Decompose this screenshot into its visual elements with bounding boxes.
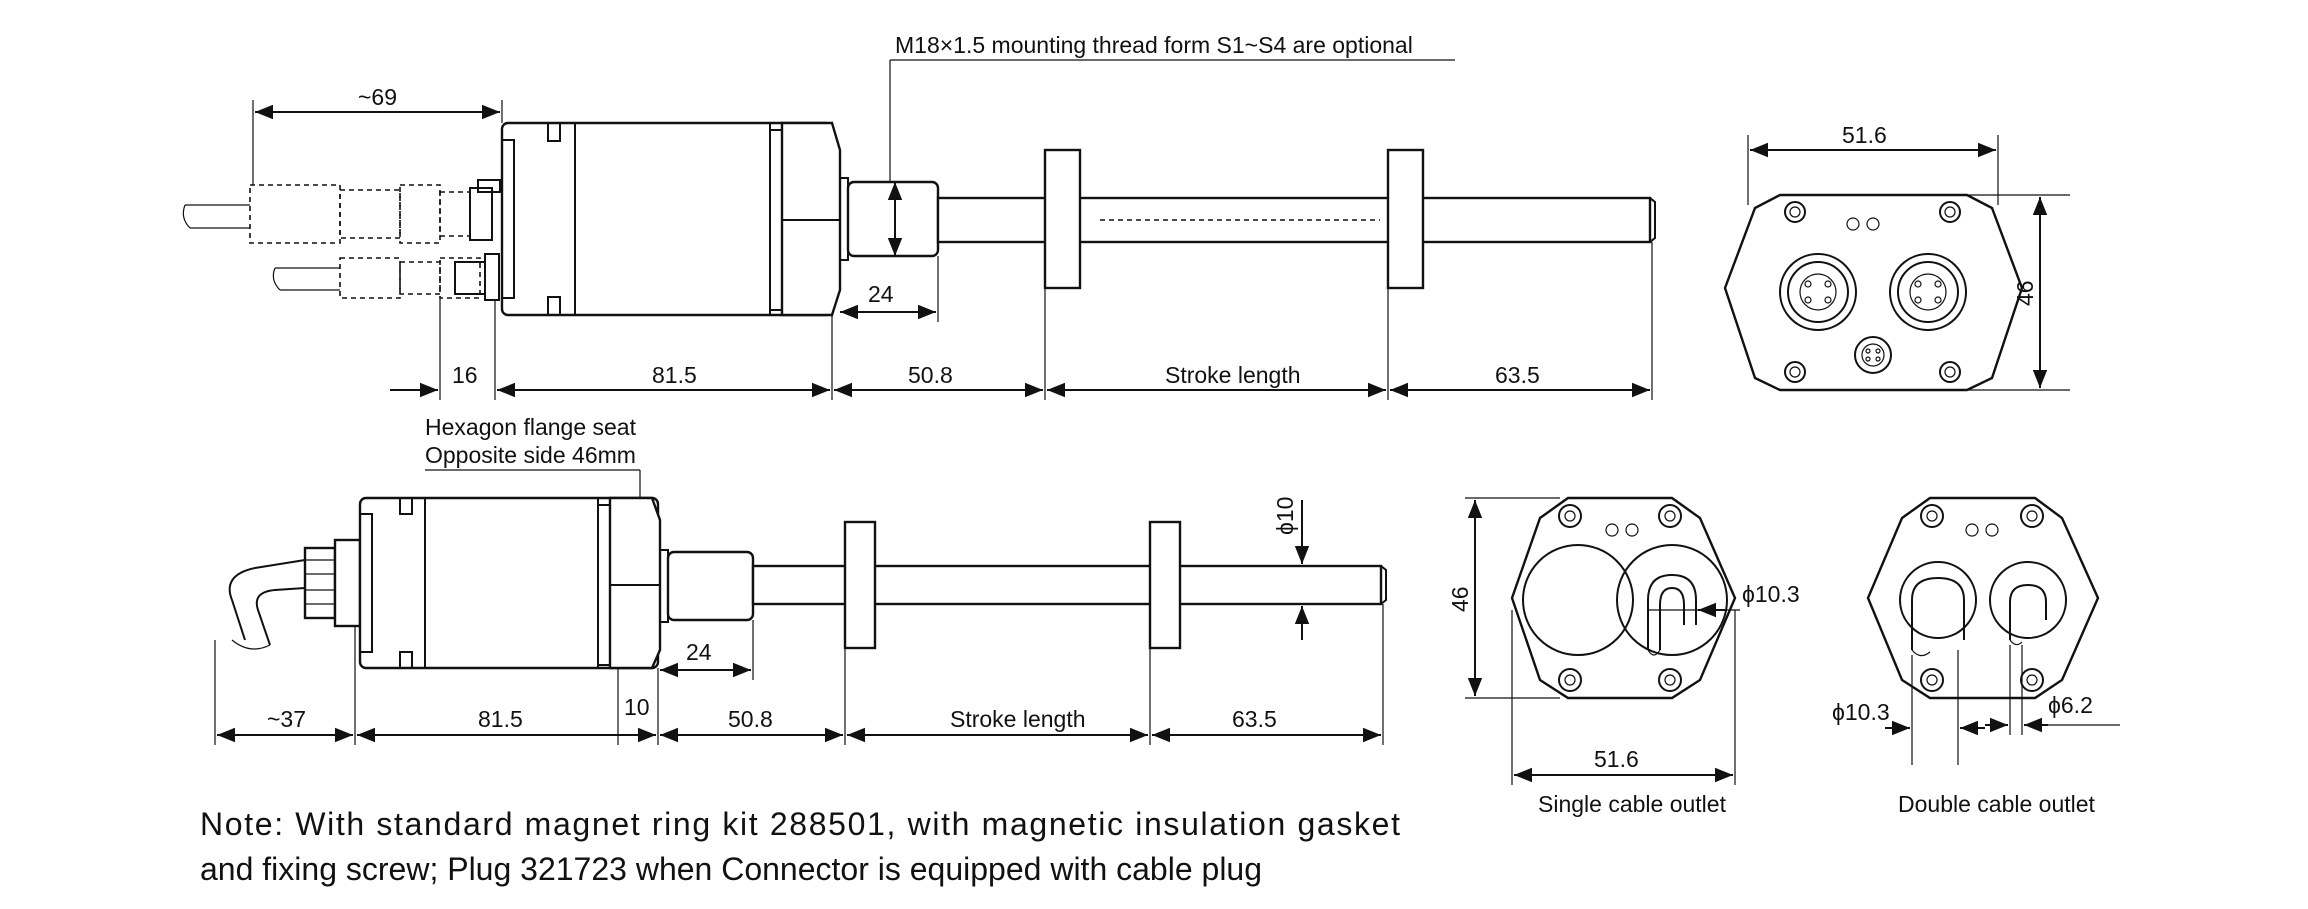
end-view-height: 46 xyxy=(2012,280,2038,306)
note-line1: Note: With standard magnet ring kit 2885… xyxy=(200,806,1400,842)
top-cable-connectors xyxy=(182,179,501,301)
dim-rod-start-top: 50.8 xyxy=(908,362,953,388)
single-outlet-dia: ϕ10.3 xyxy=(1742,581,1800,607)
bottom-rod xyxy=(751,520,1387,650)
dim-10-bottom: 10 xyxy=(624,694,650,720)
dim-16-top: 16 xyxy=(452,362,478,388)
dim-body-bottom: 81.5 xyxy=(478,706,523,732)
flange-label-line2: Opposite side 46mm xyxy=(425,442,636,468)
top-rod xyxy=(936,148,1656,290)
end-view-width: 51.6 xyxy=(1842,122,1887,148)
connector-left xyxy=(1779,253,1857,331)
single-outlet-height: 46 xyxy=(1447,586,1473,612)
dim-cable-bottom: ~37 xyxy=(267,706,306,732)
double-outlet-caption: Double cable outlet xyxy=(1898,791,2096,817)
dim-rod-dia: ϕ10 xyxy=(1272,497,1298,535)
single-outlet-caption: Single cable outlet xyxy=(1538,791,1727,817)
dim-end-bottom: 63.5 xyxy=(1232,706,1277,732)
dim-thread-bottom: 24 xyxy=(686,639,712,665)
note-line2: and fixing screw; Plug 321723 when Conne… xyxy=(200,851,1262,887)
connector-small xyxy=(1854,336,1892,374)
bottom-side-view: Hexagon flange seat Opposite side 46mm xyxy=(214,414,1387,745)
single-outlet-width: 51.6 xyxy=(1594,746,1639,772)
flange-label-line1: Hexagon flange seat xyxy=(425,414,637,440)
dim-thread-top: 24 xyxy=(868,281,894,307)
single-outlet-view: 46 ϕ10.3 51.6 Single cable outlet xyxy=(1447,496,1800,817)
top-end-view: 51.6 46 xyxy=(1723,122,2070,392)
dim-cable-top: ~69 xyxy=(358,84,397,110)
thread-note: M18×1.5 mounting thread form S1~S4 are o… xyxy=(895,32,1413,58)
top-side-view: M18×1.5 mounting thread form S1~S4 are o… xyxy=(182,32,1656,400)
dim-stroke-bottom: Stroke length xyxy=(950,706,1086,732)
double-outlet-dia-right: ϕ6.2 xyxy=(2048,692,2093,718)
note-block: Note: With standard magnet ring kit 2885… xyxy=(200,806,1400,887)
dim-rod-start-bottom: 50.8 xyxy=(728,706,773,732)
bottom-cable-elbow xyxy=(228,538,362,650)
dim-end-top: 63.5 xyxy=(1495,362,1540,388)
connector-right xyxy=(1889,253,1967,331)
dim-stroke-top: Stroke length xyxy=(1165,362,1301,388)
double-outlet-dia-left: ϕ10.3 xyxy=(1832,699,1890,725)
dim-body-top: 81.5 xyxy=(652,362,697,388)
double-outlet-view: ϕ10.3 ϕ6.2 Double cable outlet xyxy=(1832,496,2120,817)
bottom-housing xyxy=(358,496,755,670)
